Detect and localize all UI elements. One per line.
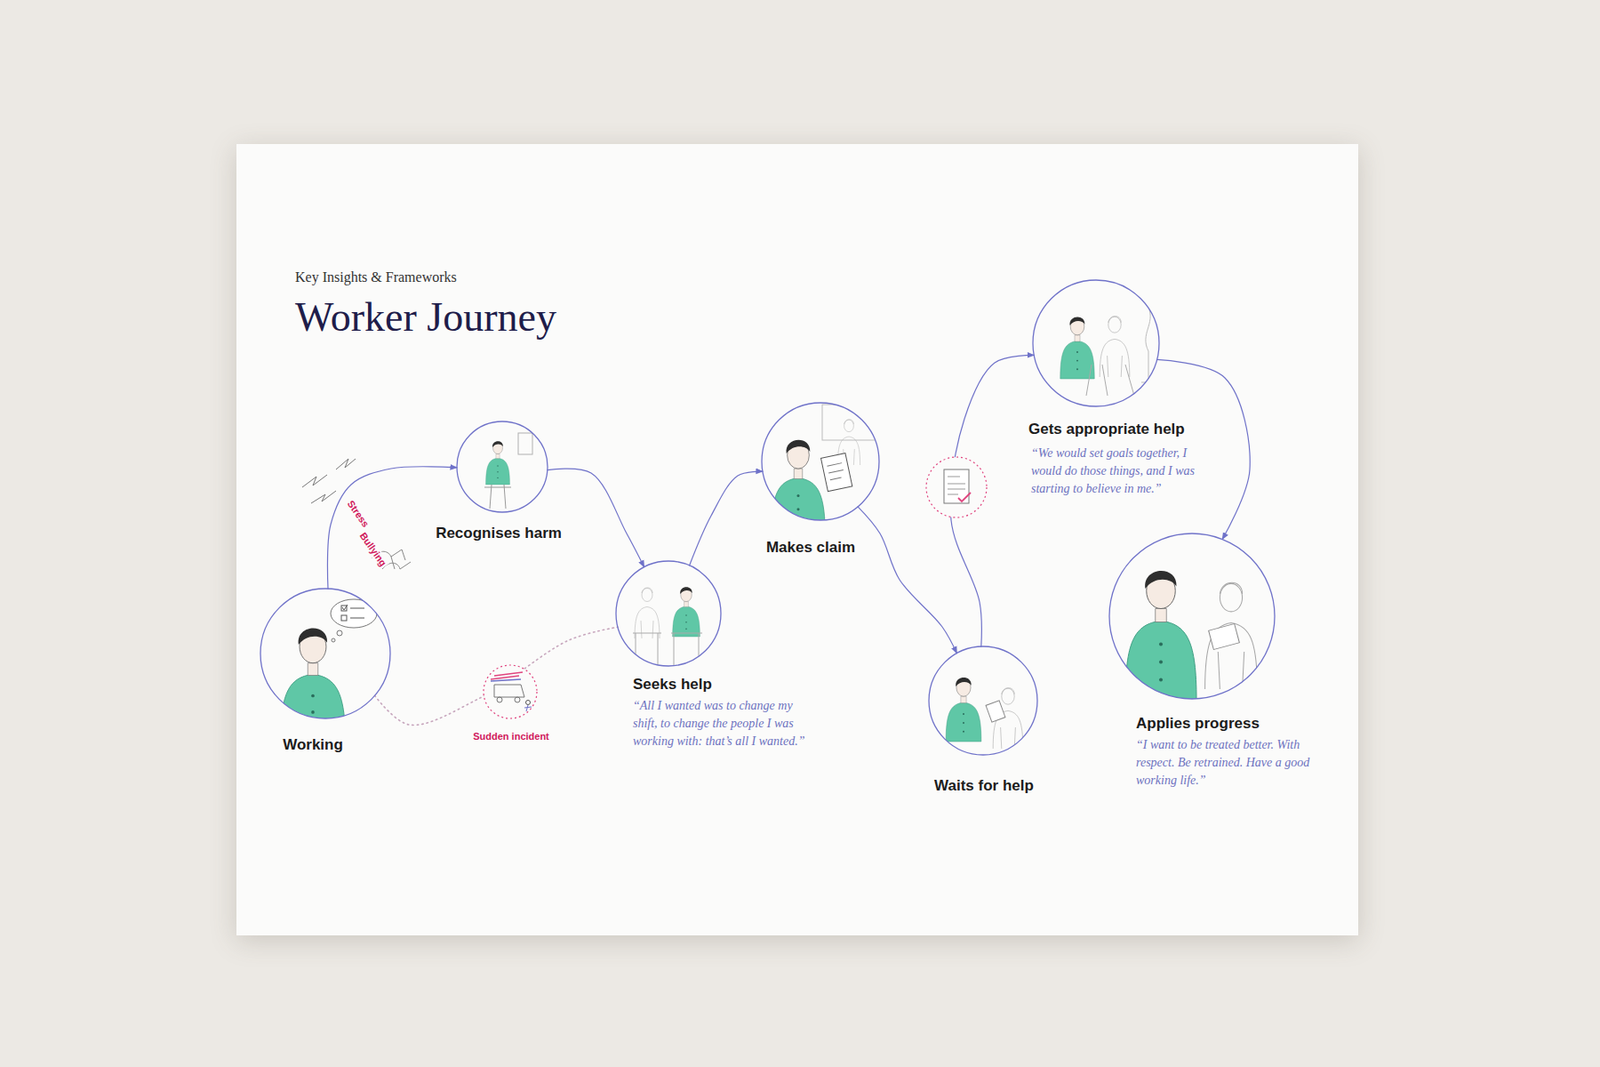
stage-circle: [456, 420, 549, 513]
gets-help-illustration: [1060, 306, 1156, 396]
stressor-label: Stress: [344, 496, 373, 531]
stage-heading: Working: [282, 736, 344, 754]
stage-circle: [760, 401, 880, 521]
journey-connector: [857, 506, 957, 654]
waits-illustration: [945, 677, 1024, 749]
stage-circle: [1032, 279, 1160, 408]
journey-connector: [950, 354, 1034, 647]
claim-form-icon: [926, 456, 987, 518]
journey-stage: Gets appropriate help“We would set goals…: [1032, 279, 1160, 408]
journey-connector: [689, 471, 763, 566]
working-illustration: [280, 599, 377, 747]
claim-illustration: [771, 404, 876, 538]
harm-illustration: [484, 432, 533, 509]
stage-circle: [928, 645, 1039, 756]
stress-bolts: [302, 458, 356, 504]
stage-circle: [259, 587, 392, 720]
stage-heading: Recognises harm: [435, 524, 562, 543]
applies-illustration: [1125, 570, 1257, 700]
seeks-help-illustration: [632, 586, 703, 665]
stage-circle-outline: [260, 588, 391, 719]
stage-quote: “We would set goals together, I would do…: [1031, 444, 1220, 498]
stage-circle-outline: [616, 560, 721, 666]
stage-circle-outline: [761, 402, 880, 520]
stage-circle-outline: [1032, 280, 1160, 407]
journey-stage: Seeks help“All I wanted was to change my…: [615, 560, 722, 667]
stage-heading: Seeks help: [632, 675, 712, 694]
journey-stage: Makes claim: [760, 401, 880, 521]
journey-stage: Working: [259, 587, 392, 720]
journey-stage: Waits for help: [928, 645, 1039, 756]
stage-quote: “All I wanted was to change my shift, to…: [632, 696, 820, 751]
stage-heading: Waits for help: [934, 776, 1034, 795]
dotted-connector: [375, 626, 618, 725]
stage-quote: “I want to be treated better. With respe…: [1136, 736, 1319, 790]
stage-heading: Gets appropriate help: [1028, 420, 1185, 439]
stage-circle: [615, 560, 722, 667]
stage-circle-outline: [1109, 533, 1275, 699]
stage-circle-outline: [928, 646, 1038, 755]
section-kicker: Key Insights & Frameworks: [295, 268, 457, 287]
journey-stage: Applies progress“I want to be treated be…: [1108, 532, 1276, 700]
stage-circle-outline: [456, 421, 548, 512]
edge-label: Sudden incident: [471, 730, 552, 743]
journey-stage: Recognises harm: [456, 420, 549, 513]
diagram-title: Worker Journey: [295, 293, 557, 342]
journey-connector: [547, 468, 645, 568]
stage-heading: Makes claim: [766, 538, 856, 557]
incident-icon: [483, 664, 537, 719]
stressor-label: Bullying: [356, 528, 391, 570]
stage-heading: Applies progress: [1136, 714, 1260, 733]
stage-circle: [1108, 532, 1276, 700]
